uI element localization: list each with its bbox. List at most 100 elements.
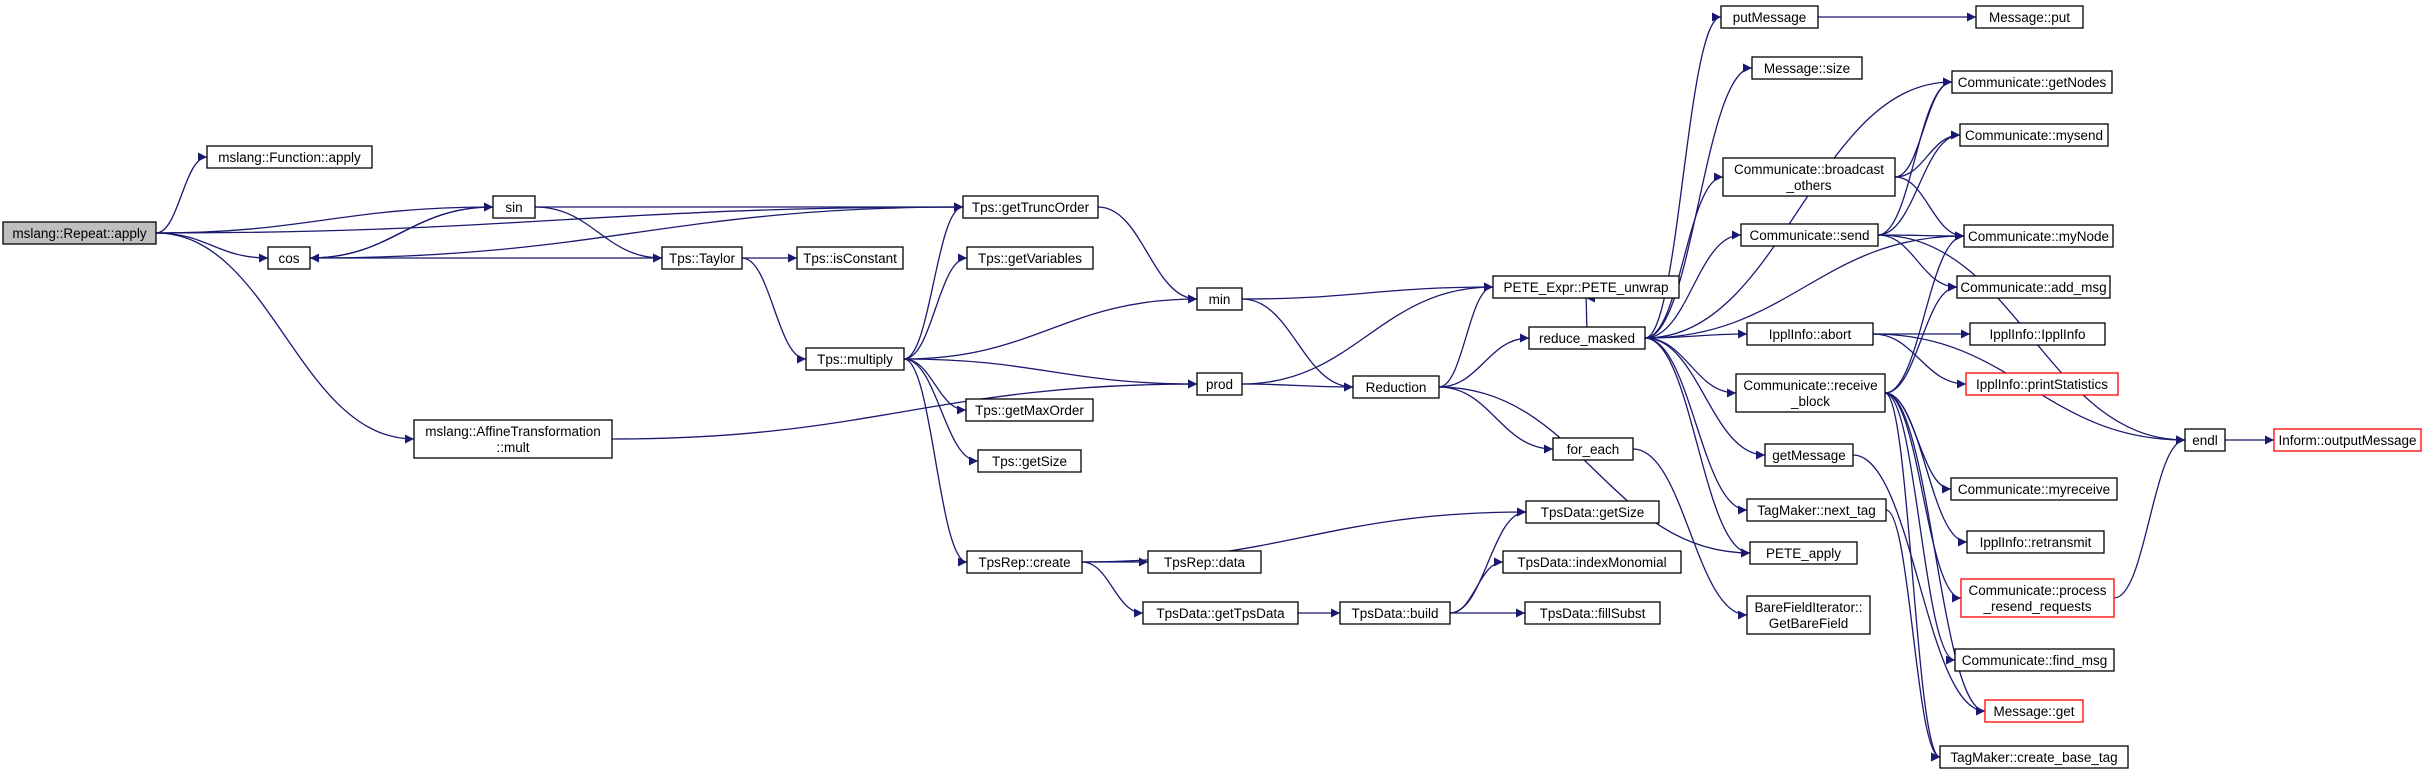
- node-label: cos: [278, 251, 299, 266]
- node-process-resend[interactable]: Communicate::process_resend_requests: [1960, 578, 2115, 618]
- call-edge: [1241, 282, 1494, 385]
- call-edge: [1644, 337, 1737, 398]
- node-index-monomial[interactable]: TpsData::indexMonomial: [1502, 550, 1682, 574]
- node-layer: mslang::Repeat::apply mslang::Function::a…: [2, 5, 2422, 769]
- node-label: putMessage: [1733, 10, 1807, 25]
- node-for-each[interactable]: for_each: [1552, 437, 1634, 461]
- node-affine-mult[interactable]: mslang::AffineTransformation::mult: [413, 419, 613, 459]
- edge-path: [1852, 454, 1986, 716]
- node-comm-send[interactable]: Communicate::send: [1740, 223, 1879, 247]
- node-label: Reduction: [1366, 380, 1427, 395]
- node-label: IpplInfo::printStatistics: [1976, 377, 2108, 392]
- edge-path: [1081, 561, 1144, 618]
- node-get-bare-field[interactable]: BareFieldIterator::GetBareField: [1746, 595, 1871, 635]
- node-next-tag[interactable]: TagMaker::next_tag: [1746, 498, 1887, 522]
- node-broadcast-others[interactable]: Communicate::broadcast_others: [1722, 157, 1896, 197]
- node-put-message[interactable]: putMessage: [1720, 5, 1819, 29]
- node-box: [1735, 373, 1886, 413]
- node-output-message[interactable]: Inform::outputMessage: [2273, 428, 2422, 452]
- node-label: Tps::getTruncOrder: [972, 200, 1090, 215]
- edge-path: [1894, 176, 1965, 241]
- call-edge: [1241, 382, 1354, 392]
- node-tpsrep-create[interactable]: TpsRep::create: [966, 550, 1083, 574]
- node-label: TpsData::fillSubst: [1540, 606, 1646, 621]
- call-edge: [2113, 435, 2186, 599]
- edge-path: [1884, 392, 1956, 665]
- edge-path: [903, 358, 968, 567]
- node-label: Communicate::myNode: [1968, 229, 2109, 244]
- node-tpsdata-get-size[interactable]: TpsData::getSize: [1525, 500, 1660, 524]
- node-message-size[interactable]: Message::size: [1751, 56, 1863, 80]
- node-label: Message::size: [1764, 61, 1850, 76]
- node-get-tps-data[interactable]: TpsData::getTpsData: [1142, 601, 1299, 625]
- edge-path: [2113, 435, 2186, 599]
- node-print-statistics[interactable]: IpplInfo::printStatistics: [1965, 372, 2119, 396]
- call-edge: [309, 202, 494, 259]
- node-cos[interactable]: cos: [267, 246, 311, 270]
- call-edge: [1241, 298, 1354, 392]
- node-pete-apply[interactable]: PETE_apply: [1749, 541, 1858, 565]
- node-label: IpplInfo::abort: [1769, 327, 1852, 342]
- node-box: [966, 246, 1094, 270]
- edge-path: [1644, 337, 1737, 398]
- node-box: [1956, 275, 2111, 299]
- node-find-msg[interactable]: Communicate::find_msg: [1954, 648, 2115, 672]
- call-edge: [903, 294, 1198, 360]
- node-is-constant[interactable]: Tps::isConstant: [796, 246, 904, 270]
- node-get-size[interactable]: Tps::getSize: [977, 449, 1082, 473]
- node-prod[interactable]: prod: [1196, 372, 1243, 396]
- node-min[interactable]: min: [1196, 287, 1243, 311]
- node-retransmit[interactable]: IpplInfo::retransmit: [1966, 530, 2105, 554]
- edge-path: [155, 232, 415, 444]
- node-repeat-apply[interactable]: mslang::Repeat::apply: [2, 221, 157, 245]
- node-box: [1749, 541, 1858, 565]
- node-multiply[interactable]: Tps::multiply: [805, 347, 905, 371]
- node-label: Tps::Taylor: [669, 251, 736, 266]
- node-get-max-order[interactable]: Tps::getMaxOrder: [965, 398, 1094, 422]
- node-get-nodes[interactable]: Communicate::getNodes: [1951, 70, 2113, 94]
- node-myreceive[interactable]: Communicate::myreceive: [1950, 477, 2118, 501]
- node-function-apply[interactable]: mslang::Function::apply: [206, 145, 373, 169]
- node-label: IpplInfo::retransmit: [1980, 535, 2092, 550]
- node-reduction[interactable]: Reduction: [1352, 375, 1440, 399]
- node-box: [1142, 601, 1299, 625]
- node-get-variables[interactable]: Tps::getVariables: [966, 246, 1094, 270]
- node-sin[interactable]: sin: [492, 195, 536, 219]
- node-create-base-tag[interactable]: TagMaker::create_base_tag: [1939, 745, 2129, 769]
- node-receive-block[interactable]: Communicate::receive_block: [1735, 373, 1886, 413]
- call-edge: [1644, 12, 1722, 339]
- edge-path: [1241, 282, 1494, 385]
- call-edge: [1585, 294, 1596, 328]
- node-my-node[interactable]: Communicate::myNode: [1963, 224, 2114, 248]
- node-add-msg[interactable]: Communicate::add_msg: [1956, 275, 2111, 299]
- node-fill-subst[interactable]: TpsData::fillSubst: [1524, 601, 1661, 625]
- node-endl[interactable]: endl: [2184, 428, 2226, 452]
- edge-path: [1438, 386, 1751, 558]
- node-ippl-info[interactable]: IpplInfo::IpplInfo: [1969, 322, 2106, 346]
- node-get-message[interactable]: getMessage: [1764, 443, 1854, 467]
- node-label: endl: [2192, 433, 2218, 448]
- call-edge: [1644, 231, 1965, 339]
- node-label: _others: [1785, 178, 1831, 193]
- node-reduce-masked[interactable]: reduce_masked: [1528, 326, 1646, 350]
- node-tpsdata-build[interactable]: TpsData::build: [1339, 601, 1451, 625]
- node-message-put[interactable]: Message::put: [1975, 5, 2084, 29]
- edge-path: [1438, 282, 1494, 388]
- node-label: TpsRep::data: [1164, 555, 1246, 570]
- node-message-get[interactable]: Message::get: [1984, 699, 2084, 723]
- node-label: Tps::getMaxOrder: [975, 403, 1084, 418]
- node-tpsrep-data[interactable]: TpsRep::data: [1147, 550, 1262, 574]
- call-edge: [1644, 337, 1751, 558]
- node-ippl-abort[interactable]: IpplInfo::abort: [1746, 322, 1874, 346]
- node-label: reduce_masked: [1539, 331, 1635, 346]
- call-edge: [1884, 392, 1968, 547]
- edge-path: [1644, 337, 1766, 460]
- node-box: [1959, 123, 2109, 147]
- node-label: mslang::Function::apply: [218, 150, 361, 165]
- node-taylor[interactable]: Tps::Taylor: [661, 246, 743, 270]
- node-pete-unwrap[interactable]: PETE_Expr::PETE_unwrap: [1492, 275, 1680, 299]
- node-box: [1352, 375, 1440, 399]
- node-label: ::mult: [496, 440, 529, 455]
- node-get-trunc-order[interactable]: Tps::getTruncOrder: [962, 195, 1099, 219]
- node-mysend[interactable]: Communicate::mysend: [1959, 123, 2109, 147]
